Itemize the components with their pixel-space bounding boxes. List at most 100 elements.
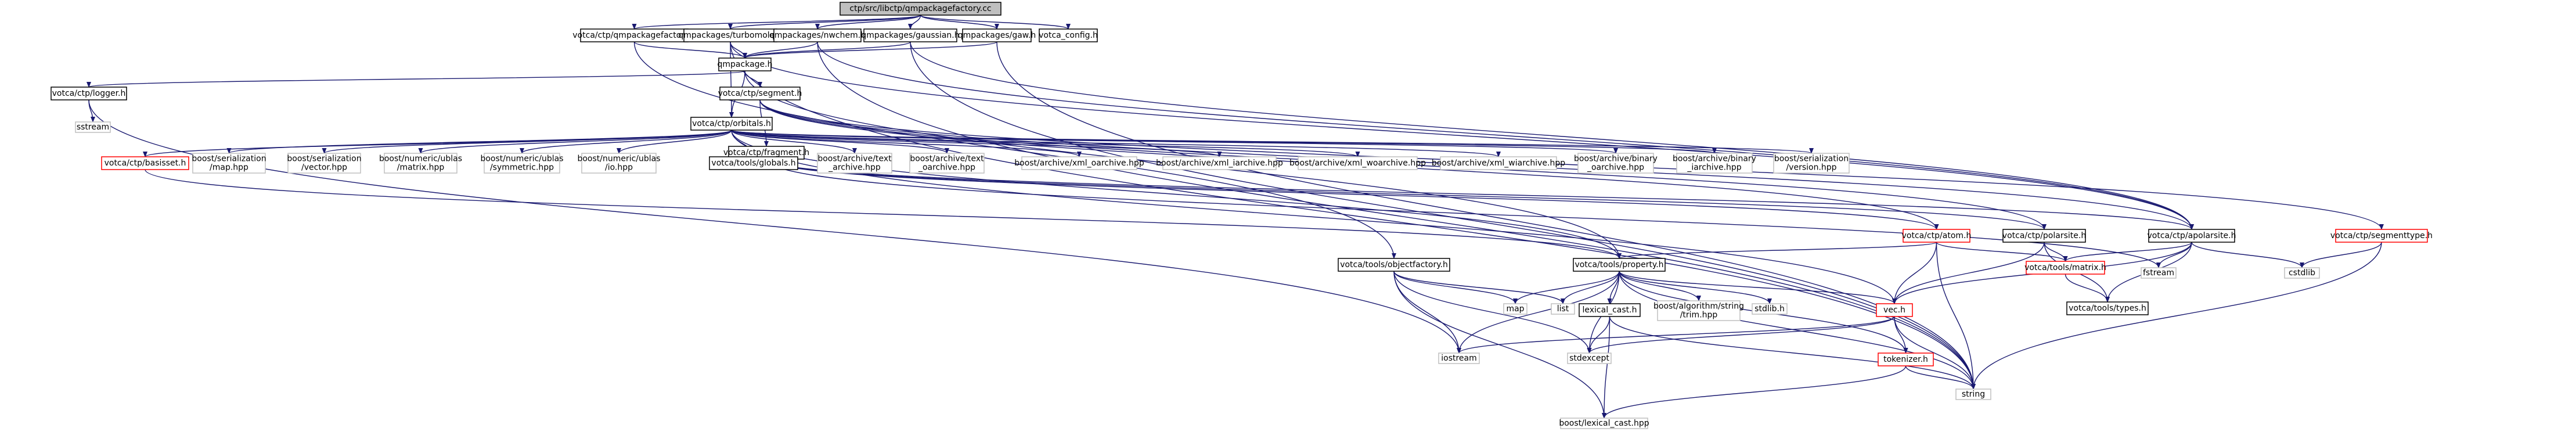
node-gaussian[interactable]: qmpackages/gaussian.h [861,28,960,42]
node-string[interactable]: string [1955,389,1991,400]
node-box [581,153,657,174]
node-box [1657,300,1741,321]
node-box [1567,353,1612,364]
node-fragment[interactable]: votca/ctp/fragment.h [723,146,809,160]
node-label: boost/algorithm/string [1653,302,1744,311]
node-stdlib[interactable]: stdlib.h [1752,303,1788,315]
node-box [962,28,1032,42]
node-qmpf[interactable]: votca/ctp/qmpackagefactory.h [572,28,696,42]
node-atom[interactable]: votca/ctp/atom.h [1902,229,1972,243]
edge-segtype-to-cstdlib [2300,242,2382,268]
node-segment[interactable]: votca/ctp/segment.h [718,87,802,100]
node-label: votca/ctp/qmpackagefactory.h [572,31,696,40]
node-ublas-sym[interactable]: boost/numeric/ublas/symmetric.hpp [480,153,564,174]
node-ublas-matrix[interactable]: boost/numeric/ublas/matrix.hpp [379,153,462,174]
node-box [2066,301,2149,315]
edge-lexcast-to-blexcast [1602,316,1611,419]
edge-property-to-algo [1619,271,1701,301]
node-polarseg[interactable]: votca/ctp/polarsite.h [2002,229,2086,243]
edge-root-to-gaw [920,15,999,30]
node-iostream[interactable]: iostream [1438,353,1480,364]
edge-property-to-map [1513,271,1620,304]
node-bin-oar[interactable]: boost/archive/binary_oarchive.hpp [1574,153,1658,174]
node-label: lexical_cast.h [1583,305,1637,315]
edge-tokenizer-to-blexcast [1602,365,1907,419]
node-ser-vec[interactable]: boost/serialization/vector.hpp [287,153,362,174]
node-vec[interactable]: vec.h [1876,303,1913,317]
node-xml-wiar[interactable]: boost/archive/xml_wiarchive.hpp [1432,156,1565,170]
node-box [2026,261,2105,275]
node-sstream[interactable]: sstream [75,121,111,133]
node-label: boost/archive/text [817,154,892,164]
node-property[interactable]: votca/tools/property.h [1573,258,1666,272]
node-box [1338,258,1450,272]
edge-lexcast-to-string [1609,316,1976,390]
node-ser-map[interactable]: boost/serialization/map.hpp [192,153,266,174]
node-box [1876,303,1913,317]
node-segtype[interactable]: votca/ctp/segmenttype.h [2330,229,2433,243]
node-xml-iar[interactable]: boost/archive/xml_iarchive.hpp [1156,156,1283,170]
node-label: iostream [1441,354,1477,363]
node-types[interactable]: votca/tools/types.h [2066,301,2149,315]
edge-atom-to-property [1617,242,1937,259]
node-lexcast[interactable]: lexical_cast.h [1579,303,1641,317]
node-logger[interactable]: votca/ctp/logger.h [51,87,127,100]
node-label: qmpackages/gaw.h [958,31,1036,40]
node-ser-version[interactable]: boost/serialization/version.hpp [1773,153,1850,174]
node-fstream[interactable]: fstream [2141,267,2177,279]
node-box [1773,153,1850,174]
node-label: votca/ctp/basisset.h [105,159,186,168]
node-ublas-io[interactable]: boost/numeric/ublas/io.hpp [577,153,661,174]
edge-orbitals-to-xml-iar [731,130,1222,157]
node-text-oar[interactable]: boost/archive/text_oarchive.hpp [909,153,985,174]
node-list[interactable]: list [1551,303,1575,315]
node-box [2141,267,2177,279]
edge-gaw-to-string [996,41,1976,390]
node-turbo[interactable]: qmpackages/turbomole.h [678,28,783,42]
node-basisset[interactable]: votca/ctp/basisset.h [101,156,189,170]
node-text-ar[interactable]: boost/archive/text_archive.hpp [817,153,892,174]
node-qmpackage[interactable]: qmpackage.h [718,57,773,71]
node-label: sstream [77,123,109,132]
node-xml-oar[interactable]: boost/archive/xml_oarchive.hpp [1014,156,1144,170]
node-map[interactable]: map [1503,303,1527,315]
edge-vec-to-stdexcept [1587,316,1895,354]
edge-orbitals-to-ser-vec [322,130,732,154]
edge-polarseg-to-vec [1892,242,2045,304]
node-stdexcept[interactable]: stdexcept [1567,353,1612,364]
node-orbitals[interactable]: votca/ctp/orbitals.h [690,117,773,131]
node-gaw[interactable]: qmpackages/gaw.h [958,28,1036,42]
edge-tokenizer-to-string [1905,365,1976,390]
node-label: votca/tools/property.h [1575,260,1663,269]
node-bin-iar[interactable]: boost/archive/binary_iarchive.hpp [1673,153,1756,174]
node-label: qmpackages/gaussian.h [861,31,959,40]
edge-root-to-gaussian [908,15,921,30]
edge-vec-to-iostream [1457,316,1895,354]
node-xml-woar[interactable]: boost/archive/xml_woarchive.hpp [1289,156,1426,170]
node-label: /map.hpp [210,163,248,172]
node-label: map [1506,304,1524,314]
node-label: boost/lexical_cast.hpp [1559,419,1649,428]
node-blexcast[interactable]: boost/lexical_cast.hpp [1559,418,1649,429]
node-config[interactable]: votca_config.h [1039,28,1098,42]
edge-atom-to-matrix [1936,242,2068,262]
node-algo[interactable]: boost/algorithm/string/trim.hpp [1653,300,1744,321]
node-objfactory[interactable]: votca/tools/objectfactory.h [1338,258,1450,272]
node-label: stdexcept [1569,354,1609,363]
node-label: votca/ctp/apolarsite.h [2148,231,2236,240]
node-box [1878,353,1934,366]
node-tokenizer[interactable]: tokenizer.h [1878,353,1934,366]
node-box [484,153,560,174]
node-nwchem[interactable]: qmpackages/nwchem.h [769,28,866,42]
node-matrix[interactable]: votca/tools/matrix.h [2024,261,2106,275]
node-label: /matrix.hpp [397,163,445,172]
node-label: boost/archive/xml_oarchive.hpp [1014,159,1144,168]
node-cstdlib[interactable]: cstdlib [2284,267,2320,279]
node-label: votca/ctp/segment.h [718,89,802,98]
node-root[interactable]: ctp/src/libctp/qmpackagefactory.cc [840,2,1001,16]
node-globals[interactable]: votca/tools/globals.h [709,156,798,170]
node-apolarsite[interactable]: votca/ctp/apolarsite.h [2148,229,2236,243]
node-box [1503,303,1527,315]
node-label: votca/ctp/logger.h [52,89,126,98]
